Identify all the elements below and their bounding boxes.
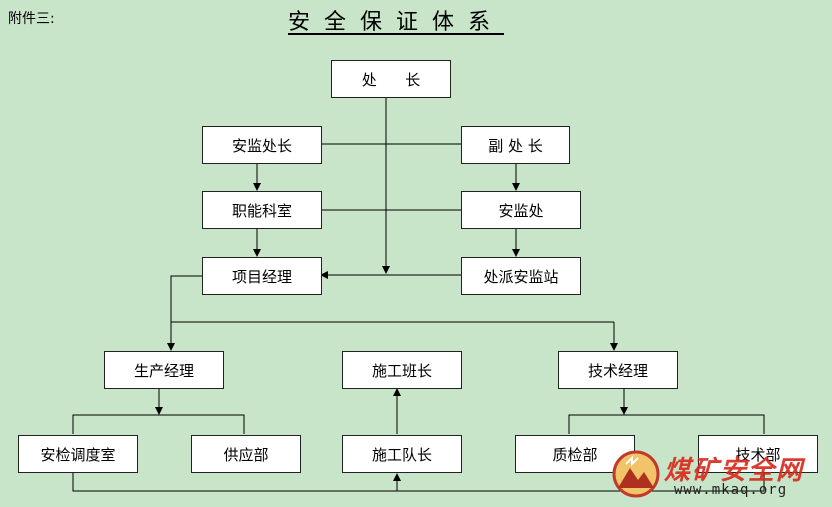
node-technical-dept: 技术部 — [698, 435, 818, 473]
edge-pm-branch — [170, 275, 202, 322]
edge-production-split — [72, 414, 245, 434]
node-safety-office: 安监处 — [461, 191, 581, 229]
node-safety-dispatch-room: 安检调度室 — [18, 435, 138, 473]
watermark: 煤矿安全网 www.mkaq.org — [612, 448, 830, 503]
watermark-brand: 煤矿安全网 — [664, 456, 805, 486]
node-supply-dept: 供应部 — [191, 435, 301, 473]
node-safety-chief: 安监处长 — [202, 126, 322, 164]
attachment-label: 附件三: — [8, 11, 55, 27]
edge-bottom-left — [72, 473, 397, 492]
node-team-leader: 施工班长 — [342, 351, 462, 389]
edge-bottom-right — [397, 473, 765, 492]
diagram-title: 安全保证体系 — [288, 10, 505, 35]
edge-technical-split — [568, 414, 765, 434]
node-production-manager: 生产经理 — [104, 351, 224, 389]
node-dispatched-station: 处派安监站 — [461, 257, 581, 295]
node-technical-manager: 技术经理 — [558, 351, 678, 389]
watermark-logo-icon — [612, 450, 660, 498]
node-deputy-chief: 副 处 长 — [461, 126, 570, 164]
node-construction-captain: 施工队长 — [342, 435, 462, 473]
node-functional-office: 职能科室 — [202, 191, 322, 229]
node-chief: 处 长 — [331, 60, 451, 98]
watermark-url: www.mkaq.org — [674, 482, 788, 498]
node-project-manager: 项目经理 — [202, 257, 322, 295]
